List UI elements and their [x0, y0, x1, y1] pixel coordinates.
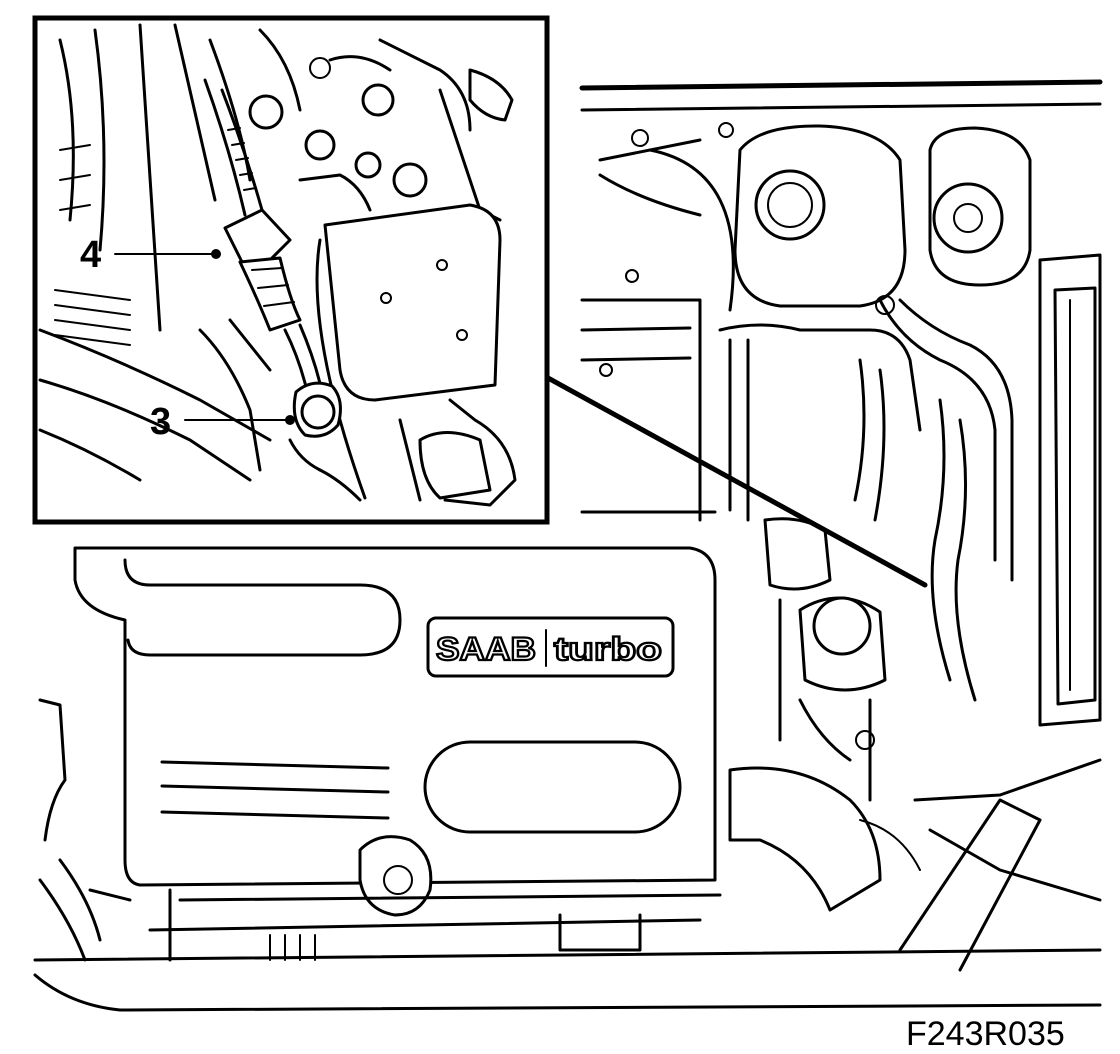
lower-engine-details: [33, 698, 1102, 1012]
logo-brand: SAAB: [436, 631, 536, 667]
engine-cover: [73, 546, 717, 887]
sensor-connector: [223, 208, 292, 264]
inset-leader-line: [545, 375, 928, 588]
detail-inset: [32, 15, 550, 525]
callout-4-label: 4: [80, 234, 101, 276]
callout-3-label: 3: [150, 401, 171, 443]
logo-model: turbo: [554, 631, 662, 667]
engine-bay-background: [579, 79, 1103, 972]
saab-turbo-badge: [426, 616, 675, 678]
control-module: [323, 203, 502, 402]
figure-code: F243R035: [906, 1015, 1065, 1053]
